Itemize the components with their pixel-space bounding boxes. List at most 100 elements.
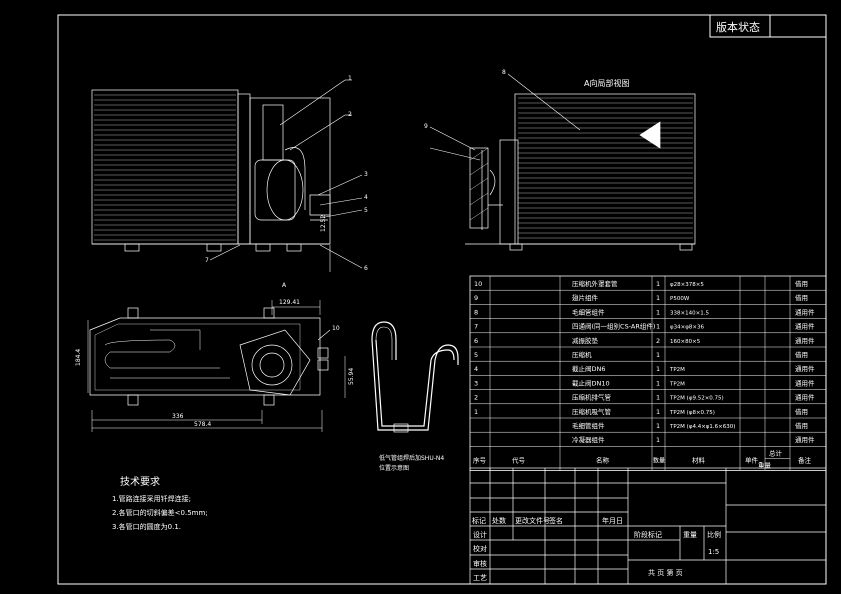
callout-3: 3	[364, 171, 368, 178]
weight-label: 重量	[683, 531, 697, 539]
scale-value: 1:5	[708, 548, 719, 556]
rev-signature: 签名	[549, 516, 563, 525]
bom-cell-no: 3	[474, 379, 478, 387]
bom-cell-name: 冷凝器组件	[572, 435, 605, 444]
bom-cell-remark: 通用件	[795, 322, 815, 331]
rev-date: 年月日	[602, 516, 623, 525]
bom-cell-no: 10	[474, 280, 482, 288]
bom-cell-material: TP2M	[669, 381, 685, 387]
a-arrow-marker: A	[282, 282, 287, 289]
rev-mark: 标记	[472, 516, 486, 525]
bom-cell-material: φ34×φ8×36	[670, 325, 704, 331]
bom-cell-no: 5	[474, 351, 478, 359]
callout-leaders	[209, 73, 581, 341]
bom-header-no: 序号	[473, 455, 487, 464]
bom-cell-remark: 借用	[795, 421, 808, 430]
pipe-caption-line2: 位置示意图	[379, 464, 409, 472]
pipe-caption-line1: 低气管组焊后加SHU-N4	[379, 454, 444, 462]
tech-req-title: 技术要求	[120, 475, 160, 488]
bom-header-weight: 重量	[758, 461, 772, 469]
bom-cell-qty: 1	[656, 379, 660, 387]
bom-cell-no: 1	[474, 408, 478, 416]
bom-cell-qty: 1	[656, 308, 660, 316]
bom-header-total: 总计	[769, 448, 783, 457]
dim-bottom-total: 578.4	[194, 421, 211, 428]
version-status-label: 版本状态	[716, 20, 760, 34]
bom-cell-remark: 通用件	[795, 435, 815, 444]
bom-header-material: 材料	[692, 455, 706, 464]
bom-cell-name: 截止阀DN10	[572, 378, 610, 387]
bom-cell-name: 毛细管组件	[572, 307, 605, 316]
tech-req-item-2: 2.各管口的切斜偏差<0.5mm;	[112, 508, 208, 517]
bom-cell-name: 压缩机排气管	[572, 393, 612, 402]
a-direction-view-title: A向局部视图	[584, 78, 629, 88]
bom-cell-no: 6	[474, 337, 478, 345]
bom-cell-no: 4	[474, 365, 478, 373]
bom-cell-no: 7	[474, 323, 478, 331]
bom-cell-qty: 1	[656, 422, 660, 430]
callout-1: 1	[348, 75, 352, 82]
dim-height: 184.4	[75, 349, 82, 366]
bom-cell-name: 压缩机吸气管	[572, 407, 612, 416]
bom-header-unit: 单件	[745, 455, 759, 464]
dim-top-width: 129.41	[279, 299, 300, 306]
bom-cell-remark: 通用件	[795, 393, 815, 402]
stage-mark-label: 阶段标记	[634, 530, 662, 539]
callout-10: 10	[332, 325, 340, 332]
bom-cell-qty: 1	[656, 365, 660, 373]
a-direction-view	[465, 93, 696, 251]
bom-cell-material: φ28×378×5	[670, 282, 704, 288]
bom-outline	[469, 275, 827, 471]
approval-check: 校对	[473, 544, 487, 553]
bom-cell-qty: 1	[656, 408, 660, 416]
bom-cell-material: 160×80×5	[670, 339, 701, 345]
approval-process: 工艺	[473, 574, 487, 582]
bom-cell-qty: 1	[656, 323, 660, 331]
suction-pipe-sketch	[371, 321, 459, 433]
bom-cell-remark: 借用	[795, 407, 808, 416]
bom-cell-remark: 通用件	[795, 364, 815, 373]
sheet-count-label: 共 页 第 页	[648, 568, 683, 577]
bom-cell-name: 截止阀DN6	[572, 364, 606, 373]
bom-cell-no: 8	[474, 308, 478, 316]
bom-cell-remark: 通用件	[795, 336, 815, 345]
bom-header-name: 名称	[596, 455, 610, 464]
bom-cell-remark: 通用件	[795, 307, 815, 316]
bom-cell-name: 压缩机	[572, 350, 592, 359]
bom-cell-no: 9	[474, 294, 478, 302]
bom-cell-material: TP2M (φ4.4×φ1.6×630)	[669, 424, 735, 430]
callout-2: 2	[348, 111, 352, 118]
bom-cell-material: 338×140×1.5	[670, 310, 709, 316]
ratio-label: 比例	[707, 530, 721, 539]
approval-review: 审核	[473, 559, 487, 568]
bom-header-qty: 数量	[653, 456, 665, 464]
callout-6: 6	[364, 265, 368, 272]
plan-view	[89, 307, 329, 406]
title-block-grid	[469, 467, 827, 585]
dim-bottom-short: 336	[172, 413, 184, 420]
bom-cell-name: 毛细管组件	[572, 421, 605, 430]
bom-cell-material: TP2M (φ8×0.75)	[669, 410, 715, 416]
bom-cell-material: P500W	[670, 296, 690, 302]
callout-5: 5	[364, 207, 368, 214]
dim-side-small: 12.52	[320, 215, 327, 232]
bom-cell-qty: 1	[656, 294, 660, 302]
bom-cell-remark: 借用	[795, 293, 808, 302]
a-view-hatch	[469, 147, 489, 221]
bom-cell-remark: 借用	[795, 350, 808, 359]
a-view-fin-lines	[518, 97, 693, 239]
bom-cell-qty: 1	[656, 351, 660, 359]
front-view-condenser	[91, 89, 331, 252]
plan-view-dimensions	[87, 300, 346, 432]
bom-cell-remark: 借用	[795, 279, 808, 288]
bom-cell-qty: 1	[656, 280, 660, 288]
callout-7: 7	[205, 257, 209, 264]
tech-req-item-1: 1.管路连接采用钎焊连接;	[112, 494, 191, 503]
bom-cell-name: 翅片组件	[572, 293, 599, 302]
rev-change-doc: 更改文件号	[515, 516, 550, 525]
bom-cell-material: TP2M (φ9.52×0.75)	[669, 396, 724, 402]
dim-side: 55.94	[348, 368, 355, 385]
bom-cell-remark: 通用件	[795, 378, 815, 387]
